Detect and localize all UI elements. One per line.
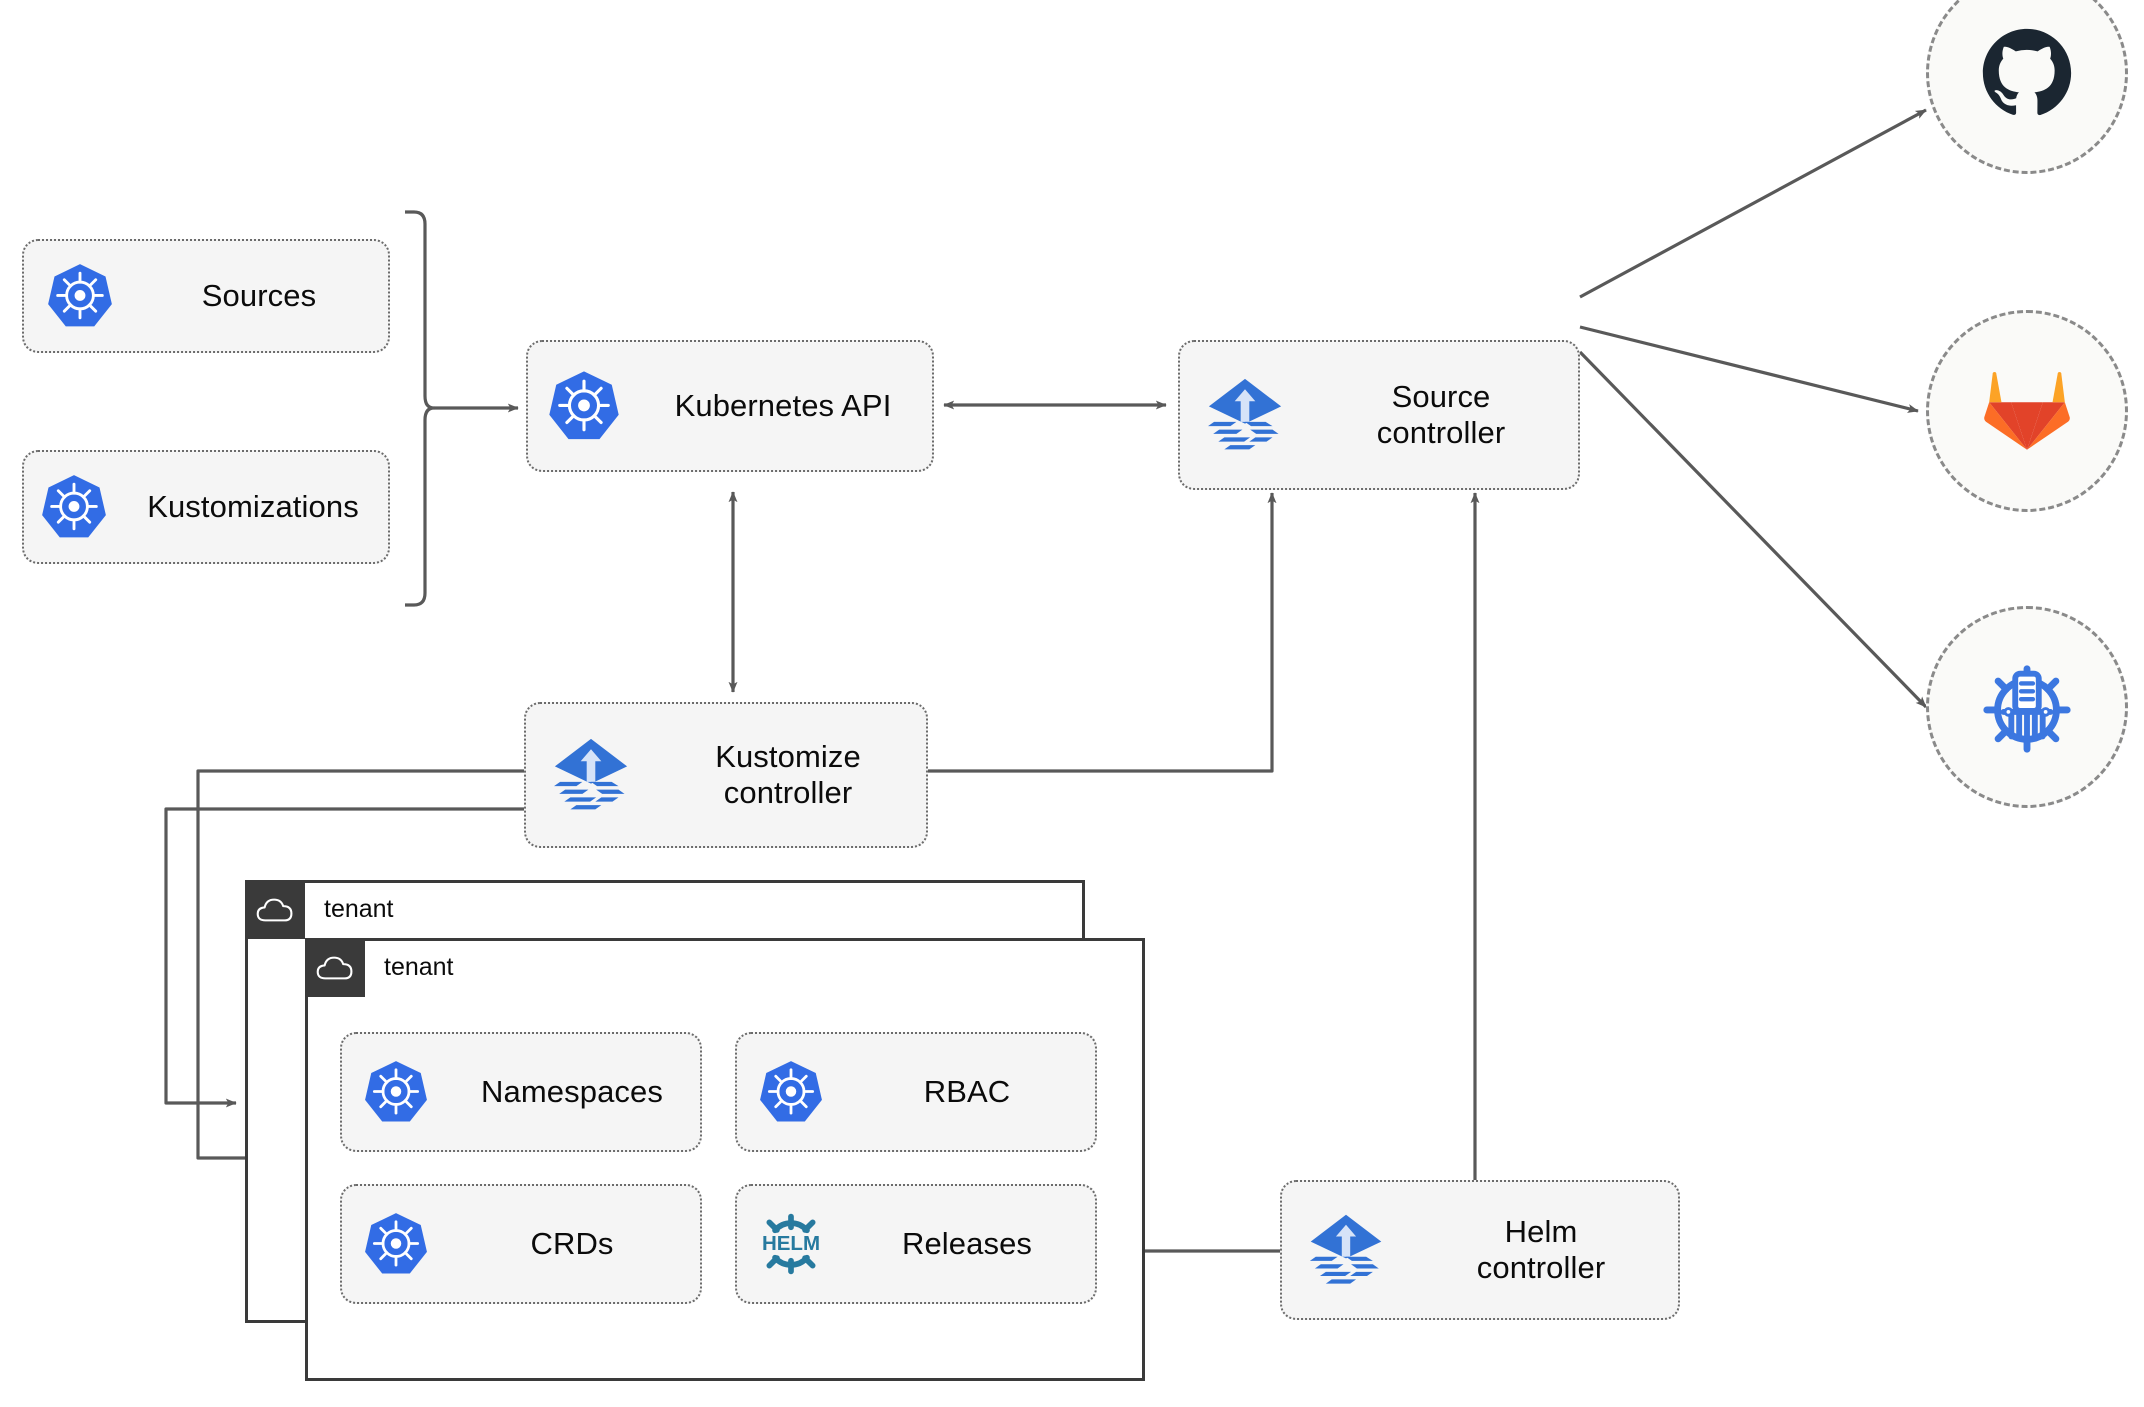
edge-source-to-github <box>1579 108 1927 299</box>
node-rbac[interactable]: RBAC <box>735 1032 1097 1152</box>
node-kustomizations[interactable]: Kustomizations <box>22 450 390 564</box>
node-kustomizations-label: Kustomizations <box>147 489 359 525</box>
gitlab-icon <box>1983 368 2071 454</box>
kubernetes-icon <box>528 369 640 443</box>
tenant-inner-tab: tenant <box>305 938 454 997</box>
helm-wordmark: HELM <box>762 1232 820 1255</box>
helm-icon: HELM <box>737 1206 845 1282</box>
flux-icon <box>1282 1208 1410 1292</box>
node-sources-label: Sources <box>201 278 317 314</box>
node-releases-label: Releases <box>901 1226 1033 1262</box>
kubernetes-icon <box>24 262 136 330</box>
edge-source-to-helm-repository <box>1578 350 1928 709</box>
external-source-helm-repository[interactable] <box>1926 606 2128 808</box>
flux-icon <box>1180 372 1310 458</box>
external-source-gitlab[interactable] <box>1926 310 2128 512</box>
kubernetes-icon <box>24 473 124 541</box>
tenant-outer-tab: tenant <box>245 880 394 939</box>
tenant-container-inner[interactable]: tenant <box>305 938 1145 1381</box>
kubernetes-icon <box>342 1059 450 1125</box>
node-namespaces-label: Namespaces <box>481 1074 663 1110</box>
node-kubernetes-api[interactable]: Kubernetes API <box>526 340 934 472</box>
node-rbac-label: RBAC <box>923 1074 1011 1110</box>
node-source-controller-label: Source controller <box>1376 379 1506 450</box>
node-kubernetes-api-label: Kubernetes API <box>674 388 892 424</box>
node-source-controller[interactable]: Source controller <box>1178 340 1580 490</box>
node-crds[interactable]: CRDs <box>340 1184 702 1304</box>
node-releases[interactable]: HELM Releases <box>735 1184 1097 1304</box>
node-crds-label: CRDs <box>530 1226 614 1262</box>
edge-source-to-gitlab <box>1579 325 1919 413</box>
edge-kustomize-to-source <box>928 492 1277 773</box>
node-helm-controller[interactable]: Helm controller <box>1280 1180 1680 1320</box>
node-namespaces[interactable]: Namespaces <box>340 1032 702 1152</box>
kubernetes-icon <box>342 1211 450 1277</box>
cloud-icon <box>305 938 365 997</box>
helm-repository-icon <box>1978 658 2076 756</box>
node-helm-controller-label: Helm controller <box>1476 1214 1606 1285</box>
edge-group-brace <box>405 210 436 607</box>
external-source-github[interactable] <box>1926 0 2128 174</box>
node-kustomize-controller[interactable]: Kustomize controller <box>524 702 928 848</box>
kubernetes-icon <box>737 1059 845 1125</box>
node-kustomize-controller-label: Kustomize controller <box>715 739 861 810</box>
tenant-outer-label: tenant <box>324 895 394 923</box>
node-sources[interactable]: Sources <box>22 239 390 353</box>
cloud-icon <box>245 880 305 939</box>
flux-icon <box>526 732 656 818</box>
github-icon <box>1981 27 2073 119</box>
tenant-inner-label: tenant <box>384 953 454 981</box>
